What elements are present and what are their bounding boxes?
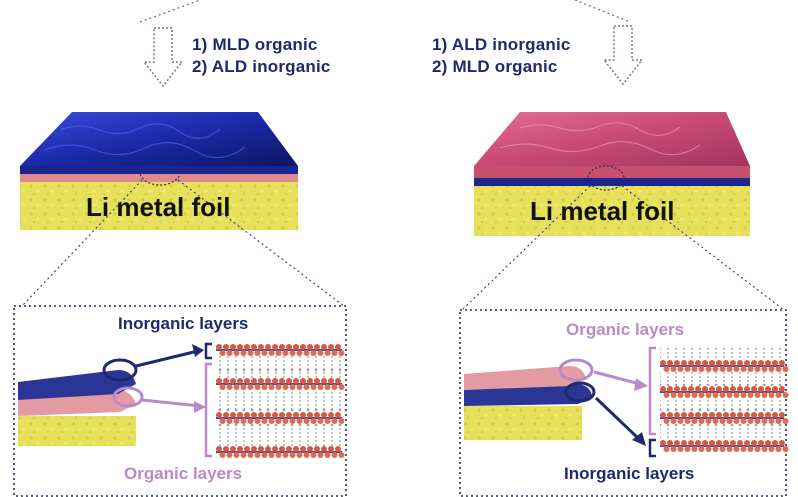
- atom-row: [660, 360, 789, 372]
- li-foil-piece: [464, 406, 582, 440]
- li-foil-piece: [18, 416, 136, 446]
- right-step-1: 1) ALD inorganic: [432, 35, 571, 54]
- right-top-layer-label: Organic layers: [566, 320, 685, 339]
- down-arrow-icon: [142, 27, 184, 88]
- right-molecular-stack: [660, 346, 789, 452]
- atom-row: [216, 412, 345, 424]
- atom-row: [660, 386, 789, 398]
- left-step-2: 2) ALD inorganic: [192, 57, 331, 76]
- organic-bracket: [648, 346, 656, 436]
- inorganic-highlight-circle: [102, 358, 138, 382]
- organic-chain-band: [660, 398, 784, 412]
- organic-coating-layer: [20, 174, 298, 182]
- atom-row: [216, 344, 345, 356]
- left-coated-foil: [20, 112, 298, 230]
- inorganic-coating-side: [20, 166, 298, 174]
- zoom-circle: [139, 158, 181, 186]
- atom-row: [660, 412, 789, 424]
- connector-line: [139, 0, 201, 23]
- right-coated-foil: [474, 112, 750, 236]
- organic-coating-side: [474, 166, 750, 178]
- organic-pointer-arrow: [593, 370, 641, 386]
- inorganic-pointer-arrow: [135, 349, 199, 368]
- inorganic-film-edge: [464, 384, 592, 406]
- atom-row: [216, 446, 345, 458]
- atom-row: [216, 378, 345, 390]
- left-foil-label: Li metal foil: [86, 192, 231, 222]
- organic-highlight-circle: [558, 358, 594, 382]
- left-zoom-box: [13, 305, 347, 497]
- organic-film-edge: [464, 366, 586, 390]
- inorganic-coating-layer: [474, 178, 750, 186]
- left-step-1: 1) MLD organic: [192, 35, 318, 54]
- left-molecular-stack: [216, 344, 345, 458]
- zoom-circle: [587, 165, 625, 191]
- inorganic-bracket: [204, 342, 212, 360]
- left-top-layer-label: Inorganic layers: [118, 314, 249, 333]
- atom-row: [660, 440, 789, 452]
- inorganic-highlight-circle: [564, 381, 596, 403]
- inorganic-pointer-arrow: [594, 396, 642, 442]
- organic-pointer-arrow: [141, 398, 201, 408]
- connector-line: [574, 0, 631, 23]
- inorganic-film-edge: [18, 370, 136, 400]
- li-foil-block: [20, 182, 298, 230]
- li-foil-block: [474, 186, 750, 236]
- inorganic-bracket: [648, 438, 656, 458]
- down-arrow-icon: [602, 25, 644, 86]
- right-foil-label: Li metal foil: [530, 196, 675, 226]
- left-bottom-layer-label: Organic layers: [124, 464, 243, 483]
- organic-chain-band: [660, 424, 784, 438]
- inorganic-coating-top: [20, 112, 298, 166]
- organic-chain-band: [216, 390, 342, 412]
- organic-coating-top: [474, 112, 750, 166]
- organic-chain-band: [216, 424, 342, 446]
- organic-chain-band: [660, 372, 784, 386]
- right-step-2: 2) MLD organic: [432, 57, 558, 76]
- organic-bracket: [204, 362, 212, 458]
- organic-highlight-circle: [112, 386, 144, 408]
- right-bottom-layer-label: Inorganic layers: [564, 464, 695, 483]
- organic-chain-band: [660, 346, 784, 360]
- organic-chain-band: [216, 356, 342, 378]
- right-zoom-box: [459, 309, 787, 497]
